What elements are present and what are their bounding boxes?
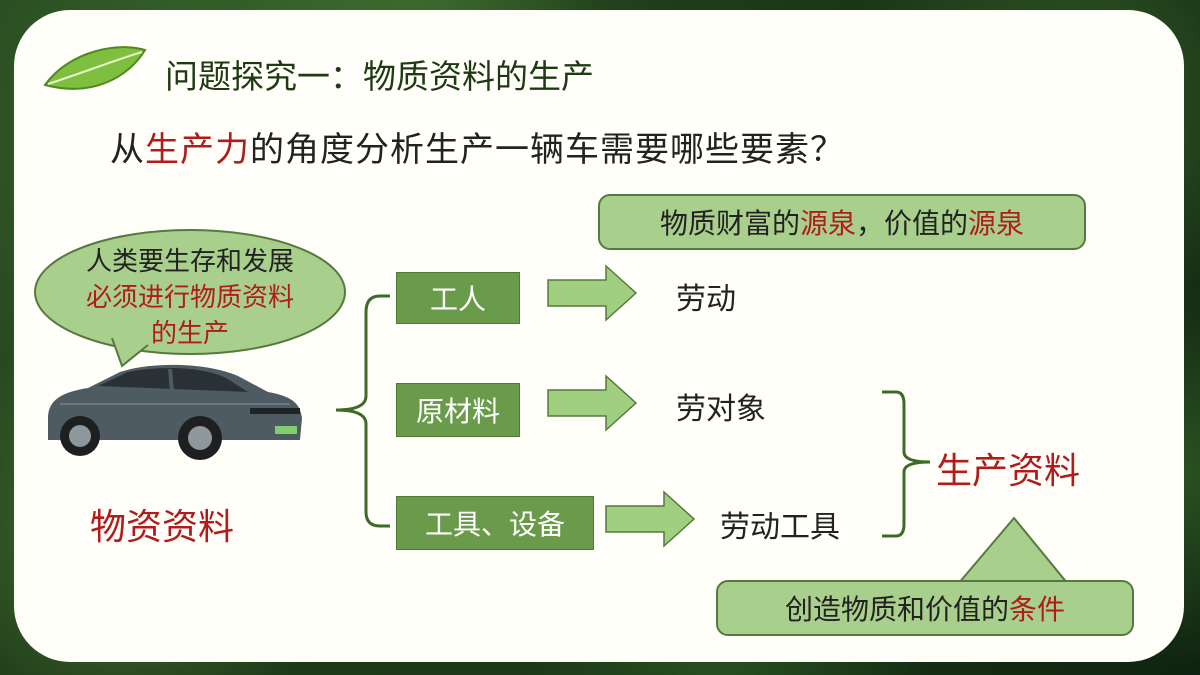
bubble-line-1: 人类要生存和发展 — [85, 247, 294, 277]
input-box-materials: 原材料 — [396, 383, 520, 437]
question-prefix: 从 — [110, 130, 145, 170]
left-brace — [335, 294, 390, 528]
bubble-text: 人类要生存和发展 必须进行物质资料 的生产 — [40, 244, 340, 352]
bubble-line-2: 必须进行物质资料 — [85, 283, 294, 313]
leaf-icon — [43, 46, 147, 90]
note-pointer — [955, 516, 1071, 585]
note-bottom-hl: 条件 — [1009, 593, 1066, 626]
note-top-part1: 物质财富的 — [659, 207, 800, 240]
note-source-of-wealth: 物质财富的源泉，价值的源泉 — [598, 194, 1086, 250]
arrow-1 — [547, 264, 638, 322]
speech-bubble — [34, 229, 346, 368]
input-box-worker: 工人 — [396, 272, 520, 324]
input-box-tools: 工具、设备 — [396, 496, 594, 550]
note-bottom-part1: 创造物质和价值的 — [784, 593, 1009, 626]
question-suffix: 的角度分析生产一辆车需要哪些要素？ — [250, 130, 845, 170]
term-object-of-labor: 劳对象 — [676, 392, 766, 427]
page-title: 问题探究一：物质资料的生产 — [165, 57, 594, 96]
term-instruments: 劳动工具 — [720, 510, 840, 545]
question-text: 从生产力的角度分析生产一辆车需要哪些要素？ — [110, 122, 845, 171]
note-top-hl2: 源泉 — [968, 207, 1025, 240]
car-image — [48, 364, 302, 460]
means-of-production-label: 生产资料 — [936, 451, 1081, 492]
question-highlight: 生产力 — [145, 130, 250, 170]
note-top-hl1: 源泉 — [799, 207, 856, 240]
car-caption: 物资资料 — [90, 507, 235, 548]
arrow-3 — [605, 490, 696, 548]
note-conditions: 创造物质和价值的条件 — [716, 580, 1134, 636]
term-labor: 劳动 — [676, 282, 736, 317]
right-brace — [882, 390, 931, 538]
arrow-2 — [547, 374, 638, 432]
note-top-part2: ，价值的 — [856, 207, 969, 240]
bubble-line-3: 的生产 — [150, 319, 229, 349]
